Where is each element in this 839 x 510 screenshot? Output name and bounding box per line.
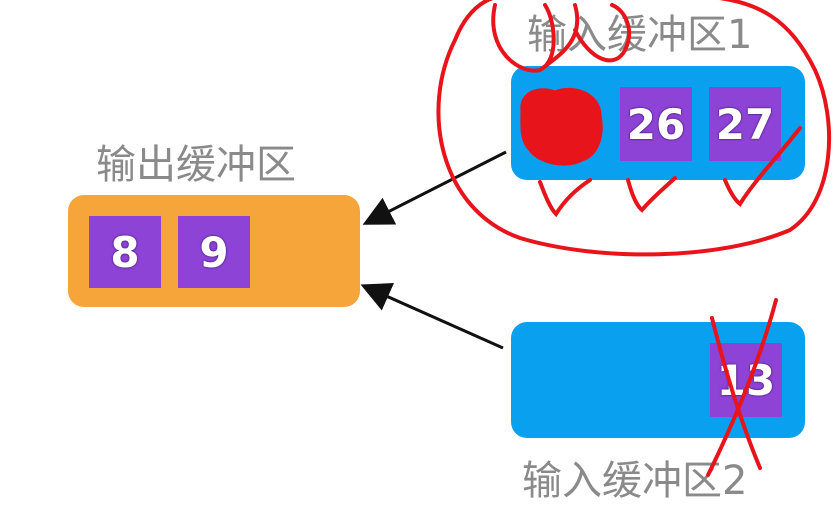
red-circle-annotation: [436, 0, 831, 257]
arrow-from-input-1: [362, 150, 507, 225]
input-buffer-2-label: 输入缓冲区2: [522, 458, 748, 504]
check-mark-annotation: [538, 178, 592, 218]
input-1-cell: 26: [620, 87, 692, 161]
red-blob-annotation: [520, 87, 603, 166]
input-1-cell: 27: [709, 87, 781, 161]
check-mark-annotation: [626, 176, 677, 213]
check-mark-annotation: [723, 126, 802, 207]
red-cross-annotation: [706, 298, 778, 477]
red-squiggle-annotation: [491, 3, 632, 73]
red-cross-annotation: [710, 316, 762, 470]
arrow-from-input-2: [360, 283, 504, 350]
output-cell: 9: [178, 216, 250, 288]
output-buffer-label: 输出缓冲区: [96, 142, 296, 188]
output-cell: 8: [89, 216, 161, 288]
